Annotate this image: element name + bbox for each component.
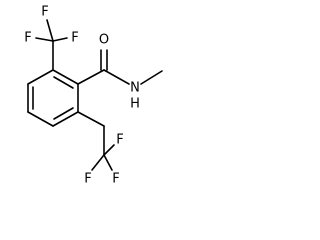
bottom-trifluoromethyl-group (77, 111, 115, 171)
benzene-ring (27, 69, 79, 127)
ring-bond-c2-c3 (27, 69, 54, 85)
bond-bottom-cf3-f-right (103, 144, 115, 156)
atom-label-carbonyl-oxygen: O (99, 33, 109, 48)
ring-bond-c1-c2 (52, 69, 79, 85)
ring-bond-c5-c6 (52, 111, 79, 127)
atom-label-top-cf3-f-right: F (71, 31, 78, 46)
bond-top-cf3-f-left (35, 37, 54, 42)
bond-nitrogen-to-methyl (140, 70, 163, 85)
bond-carbonyl-to-nitrogen (103, 69, 130, 85)
atom-label-bottom-cf3-f-right: F (116, 133, 123, 148)
bond-ring-to-carbonyl (77, 69, 105, 85)
atom-label-top-cf3-f-top: F (41, 5, 48, 20)
ring-inner-double-bond-3 (53, 107, 74, 120)
ring-inner-double-bond-1 (53, 76, 74, 89)
bond-bottom-cf3-f-bottom (91, 154, 105, 171)
bond-ring-to-bottom-cf3 (77, 111, 105, 127)
atom-label-bottom-cf3-f-bottom-right: F (112, 172, 119, 187)
atom-label-amide-hydrogen: H (130, 97, 140, 112)
ring-bond-c4-c5 (27, 111, 54, 127)
chemical-structure: O N H F F F F F F (24, 5, 163, 187)
atom-label-top-cf3-f-left: F (24, 31, 31, 46)
top-trifluoromethyl-group (35, 19, 68, 71)
bond-bottom-cf3-f-bottom-right (103, 154, 113, 171)
amide-group (77, 49, 163, 85)
atom-label-amide-nitrogen: N (130, 81, 140, 96)
atom-label-bottom-cf3-f-bottom: F (84, 172, 91, 187)
bond-top-cf3-f-top (46, 19, 54, 42)
bond-top-cf3-f-right (52, 37, 68, 42)
